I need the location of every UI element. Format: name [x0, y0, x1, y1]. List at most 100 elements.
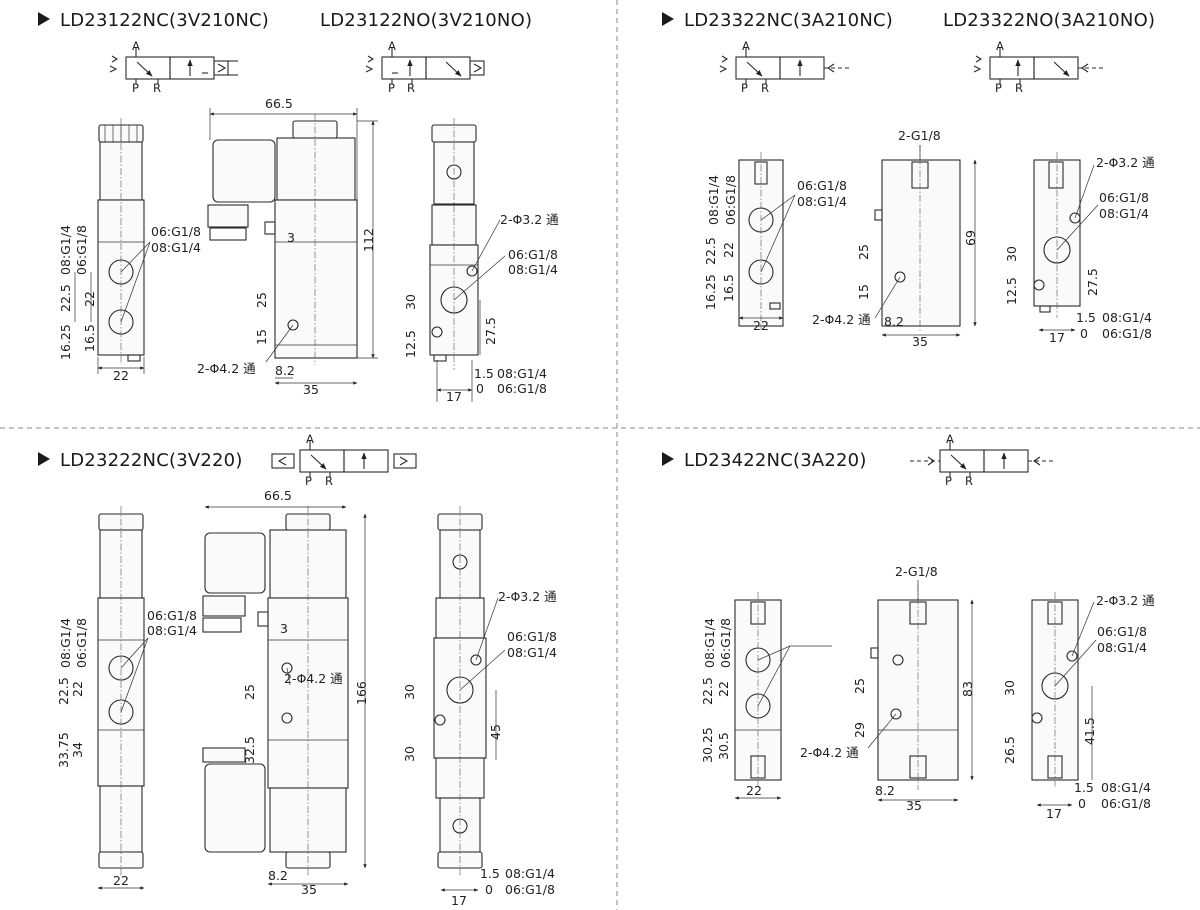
symbol-port-r: R [407, 81, 415, 95]
symbol-port-r: R [153, 81, 161, 95]
hole-label: 2-Φ3.2 通 [498, 589, 557, 604]
hole-label: 2-Φ4.2 通 [284, 671, 343, 686]
port-label: 08:G1/4 [1102, 310, 1152, 325]
dimension-label: 22 [716, 681, 731, 697]
dimension-label: 22 [70, 681, 85, 697]
port-label: 06:G1/8 [505, 882, 555, 897]
port-label: 06:G1/8 [797, 178, 847, 193]
valve-symbol-nc: A P R [719, 39, 850, 95]
section-title: LD23222NC(3V220) [60, 450, 243, 471]
hole-label: 2-Φ3.2 通 [1096, 593, 1155, 608]
symbol-port-p: P [995, 81, 1002, 95]
section-ld23422: LD23422NC(3A220) A P R 08:G1/4 06:G1/8 2… [662, 432, 1155, 821]
end-view: 2-Φ3.2 通 06:G1/8 08:G1/4 30 12.5 27.5 1.… [403, 118, 559, 404]
title-bullet-icon [38, 12, 50, 26]
section-title: LD23122NC(3V210NC) [60, 10, 269, 31]
port-label: 06:G1/8 [1097, 624, 1147, 639]
symbol-port-p: P [132, 81, 139, 95]
hole-label: 2-Φ4.2 通 [812, 312, 871, 327]
end-view: 2-Φ3.2 通 06:G1/8 08:G1/4 30 26.5 41.5 1.… [1002, 592, 1155, 821]
dimension-label: 112 [361, 228, 376, 252]
dimension-label: 16.25 [58, 324, 73, 360]
dimension-label: 22 [721, 242, 736, 258]
dimension-label: 12.5 [403, 330, 418, 358]
dimension-label: 166 [354, 681, 369, 705]
dimension-label: 22.5 [703, 237, 718, 265]
dimension-label: 30 [402, 746, 417, 762]
symbol-port-a: A [946, 432, 954, 446]
dimension-label: 15 [254, 329, 269, 345]
hole-label: 2-Φ4.2 通 [197, 361, 256, 376]
dimension-label: 45 [488, 724, 503, 740]
dimension-label: 30.5 [716, 732, 731, 760]
dimension-label: 30 [403, 294, 418, 310]
valve-symbol: A P R [910, 432, 1056, 488]
dimension-label: 30 [1004, 246, 1019, 262]
valve-symbol-nc: A P R [109, 39, 238, 95]
valve-symbol: A P R [271, 432, 417, 488]
port-label: 08:G1/4 [1097, 640, 1147, 655]
dimension-label: 17 [446, 389, 462, 404]
section-title: LD23322NC(3A210NC) [684, 10, 893, 31]
section-title-alt: LD23322NO(3A210NO) [943, 10, 1155, 31]
title-bullet-icon [662, 452, 674, 466]
symbol-port-a: A [742, 39, 750, 53]
dimension-label: 0 [1080, 326, 1088, 341]
dimension-label: 0 [1078, 796, 1086, 811]
side-view: 2-G1/8 83 25 29 2-Φ4.2 通 8.2 35 [800, 564, 975, 813]
dimension-label: 69 [963, 230, 978, 246]
dimension-label: 25 [852, 678, 867, 694]
front-view: 06:G1/8 08:G1/4 08:G1/4 06:G1/8 22.5 22 … [56, 506, 197, 890]
dimension-label: 17 [451, 893, 467, 908]
dimension-label: 27.5 [483, 317, 498, 345]
port-size-label: 08:G1/4 [706, 175, 721, 225]
port-label: 06:G1/8 [507, 629, 557, 644]
dimension-label: 25 [856, 244, 871, 260]
front-view: 06:G1/8 08:G1/4 08:G1/4 06:G1/8 22.5 22 … [703, 152, 847, 333]
symbol-port-r: R [1015, 81, 1023, 95]
symbol-port-r: R [761, 81, 769, 95]
port-label: 08:G1/4 [507, 645, 557, 660]
symbol-port-a: A [132, 39, 140, 53]
dimension-label: 16.5 [82, 324, 97, 352]
title-bullet-icon [38, 452, 50, 466]
dimension-label: 15 [856, 284, 871, 300]
port-label: 08:G1/4 [1101, 780, 1151, 795]
side-view: 2-G1/8 69 25 15 2-Φ4.2 通 8.2 35 [812, 128, 978, 349]
dimension-label: 35 [303, 382, 319, 397]
symbol-port-r: R [965, 474, 973, 488]
section-ld23222: LD23222NC(3V220) A P R 06:G1/8 08:G1/4 0… [38, 432, 557, 908]
dimension-label: 25 [254, 292, 269, 308]
dimension-label: 12.5 [1004, 277, 1019, 305]
dimension-label: 1.5 [480, 866, 500, 881]
port-label: 08:G1/4 [147, 623, 197, 638]
hole-label: 2-Φ3.2 通 [500, 212, 559, 227]
section-ld23322: LD23322NC(3A210NC) LD23322NO(3A210NO) A … [662, 10, 1155, 349]
symbol-port-a: A [306, 432, 314, 446]
dimension-label: 1.5 [474, 366, 494, 381]
hole-label: 2-Φ3.2 通 [1096, 155, 1155, 170]
symbol-port-p: P [305, 474, 312, 488]
title-bullet-icon [662, 12, 674, 26]
dimension-label: 1.5 [1076, 310, 1096, 325]
port-label: 06:G1/8 [508, 247, 558, 262]
dimension-label: 22 [113, 873, 129, 888]
dimension-label: 34 [70, 742, 85, 758]
section-title: LD23422NC(3A220) [684, 450, 867, 471]
symbol-port-p: P [741, 81, 748, 95]
port-size-label: 06:G1/8 [74, 618, 89, 668]
front-view: 06:G1/8 08:G1/4 08:G1/4 06:G1/8 22.5 22 … [58, 118, 201, 383]
section-ld23122: LD23122NC(3V210NC) LD23122NO(3V210NO) A … [38, 10, 559, 404]
port-label: 2-G1/8 [895, 564, 938, 579]
port-label: 06:G1/8 [147, 608, 197, 623]
port-label: 2-G1/8 [898, 128, 941, 143]
symbol-port-r: R [325, 474, 333, 488]
dimension-label: 22 [82, 291, 97, 307]
dimension-label: 41.5 [1082, 717, 1097, 745]
dimension-label: 1.5 [1074, 780, 1094, 795]
port-label: 08:G1/4 [1099, 206, 1149, 221]
port-size-label: 08:G1/4 [702, 618, 717, 668]
end-view: 2-Φ3.2 通 06:G1/8 08:G1/4 30 12.5 27.5 1.… [1004, 152, 1155, 345]
dimension-label: 30 [402, 684, 417, 700]
